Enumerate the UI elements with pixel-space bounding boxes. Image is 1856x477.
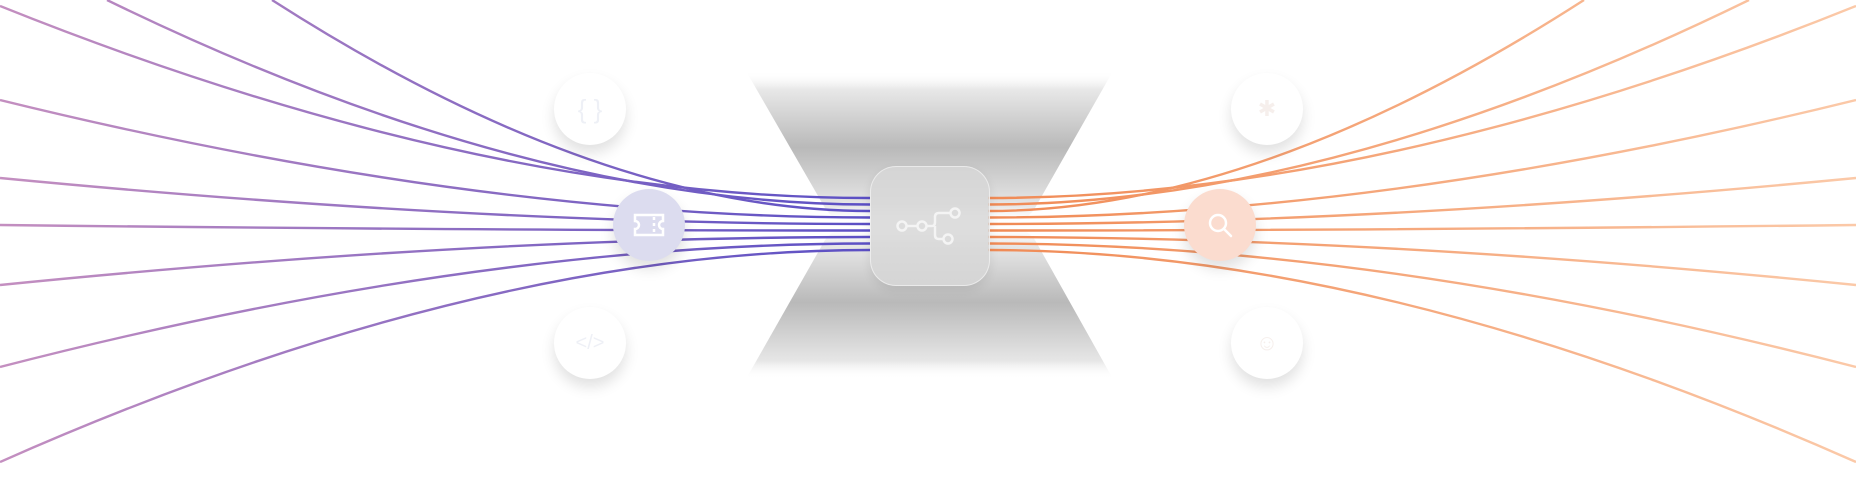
right-connection-line — [987, 223, 1856, 232]
left-connection-line — [271, 0, 871, 213]
right-connection-line — [987, 0, 1750, 206]
workflow-hub[interactable] — [870, 166, 990, 286]
right-connection-line — [987, 4, 1856, 200]
left-connection-line — [0, 242, 871, 369]
bug-node: ✱ — [1231, 73, 1303, 145]
ticket-icon — [633, 213, 665, 237]
bug-icon: ✱ — [1257, 96, 1277, 121]
right-connection-line — [987, 242, 1856, 369]
right-connection-line — [987, 248, 1856, 464]
right-connection-line — [987, 176, 1856, 226]
code-node: </> — [554, 307, 626, 379]
workflow-icon — [896, 207, 961, 245]
left-connection-line — [0, 248, 871, 464]
braces-node: { } — [554, 73, 626, 145]
right-connection-line — [987, 98, 1856, 219]
user-node: ☺ — [1231, 307, 1303, 379]
right-connection-line — [987, 235, 1856, 287]
left-connection-line — [0, 4, 871, 200]
user-icon: ☺ — [1255, 330, 1279, 355]
left-connection-line — [0, 98, 871, 219]
left-connection-line — [0, 235, 871, 287]
left-connection-line — [106, 0, 871, 206]
braces-icon: { } — [577, 93, 603, 124]
code-icon: </> — [575, 331, 605, 354]
search-node[interactable] — [1184, 189, 1256, 261]
left-connection-line — [0, 223, 871, 232]
search-icon — [1208, 213, 1233, 238]
left-connection-line — [0, 176, 871, 226]
ticket-node[interactable] — [613, 189, 685, 261]
right-connection-line — [987, 0, 1585, 213]
